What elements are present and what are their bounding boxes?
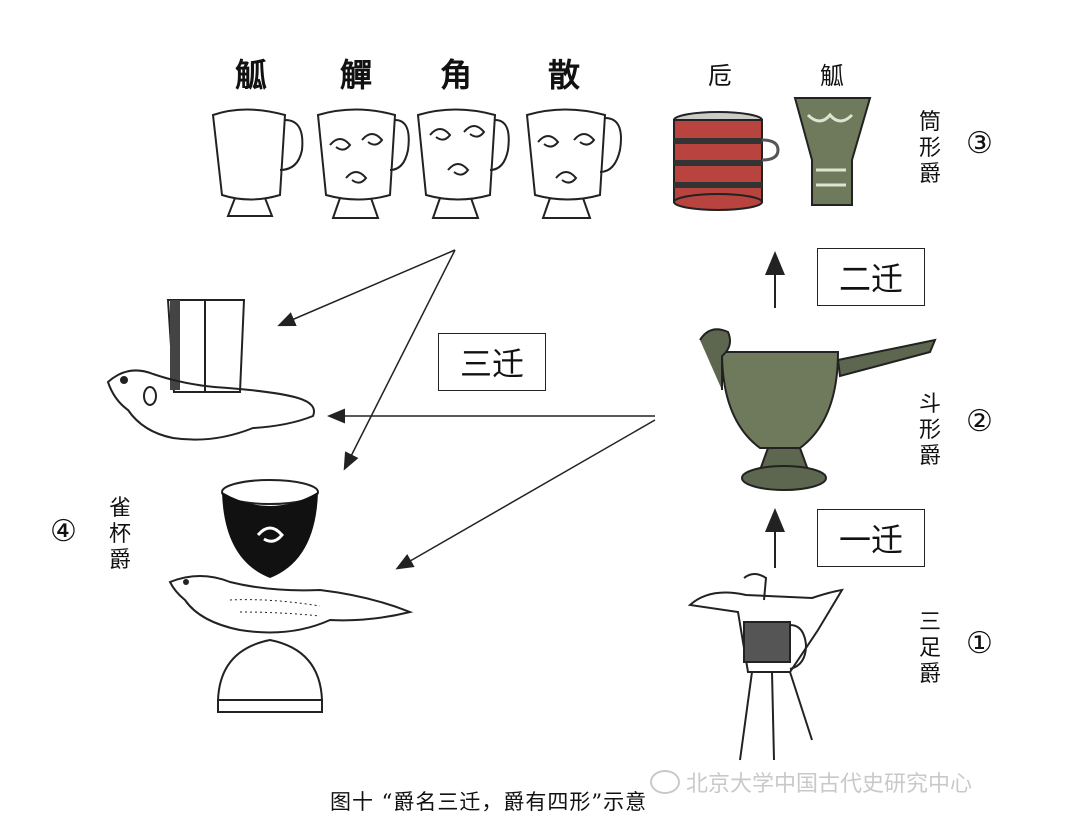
cup-san-sketch xyxy=(525,108,622,219)
dou-shaped-jue xyxy=(699,328,937,491)
transition-third-box: 三迁 xyxy=(438,333,546,391)
cup-zhi-sketch xyxy=(316,108,410,219)
watermark-text: 北京大学中国古代史研究中心 xyxy=(686,772,973,797)
stage-1-number: ① xyxy=(966,626,993,661)
figure-caption: 图十 “爵名三迁，爵有四形”示意 xyxy=(330,790,648,814)
arrow-cups-to-sparrow xyxy=(343,249,456,471)
label-jiao: 角 xyxy=(440,56,475,94)
transition-first-box: 一迁 xyxy=(817,509,925,567)
arrow-cups-to-bird xyxy=(277,249,456,327)
arrow-dou-to-sparrow xyxy=(395,419,656,570)
cup-jiao-sketch xyxy=(416,108,510,219)
stage-4-number: ④ xyxy=(50,514,77,549)
stage-2-name: 斗形爵 xyxy=(918,392,941,469)
wechat-icon xyxy=(650,770,680,794)
sparrow-cup-jue xyxy=(168,479,414,713)
cup-gu-sketch xyxy=(211,108,304,217)
transition-second-box: 二迁 xyxy=(817,248,925,306)
label-zhi-lacquer: 卮 xyxy=(708,62,732,90)
gu-bronze-vessel xyxy=(793,97,872,206)
stage-1-name: 三足爵 xyxy=(918,610,941,687)
stage-3-number: ③ xyxy=(966,126,993,161)
label-san: 散 xyxy=(548,56,583,94)
label-gu-bronze: 觚 xyxy=(820,62,844,90)
stage-3-name: 筒形爵 xyxy=(918,110,941,187)
tripod-jue-sketch xyxy=(687,573,844,761)
bird-cup-sketch xyxy=(106,299,315,441)
label-gu: 觚 xyxy=(235,56,270,94)
zhi-lacquer-vessel xyxy=(673,111,780,211)
watermark: 北京大学中国古代史研究中心 xyxy=(650,766,972,798)
stage-2-number: ② xyxy=(966,404,993,439)
label-zhi-cup: 觶 xyxy=(340,56,375,94)
stage-4-name: 雀杯爵 xyxy=(108,496,131,573)
